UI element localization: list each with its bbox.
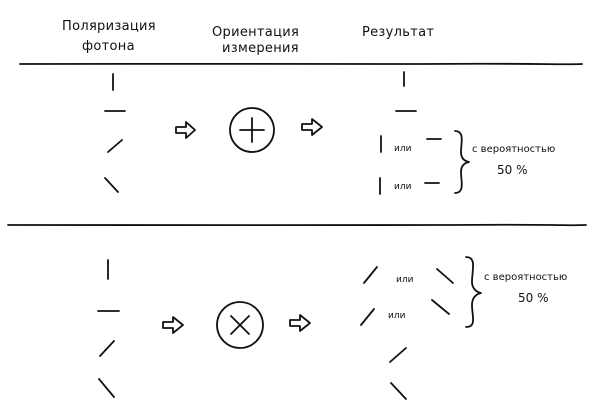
photon-antidiagonal-polarization-mark: [104, 177, 119, 193]
diagonal-basis-icon: [216, 301, 264, 349]
probability-text-top: с вероятностью: [472, 144, 555, 155]
photon-diagonal-polarization-mark-2: [99, 340, 115, 357]
probability-brace-bottom: [465, 256, 482, 328]
photon-antidiagonal-polarization-mark-2: [98, 378, 115, 398]
header-orientation-line1: Ориентация: [212, 25, 299, 40]
or-label-bottom-2: или: [388, 311, 406, 321]
photon-diagonal-polarization-mark: [107, 139, 123, 153]
header-result: Результат: [362, 25, 434, 40]
arrow-to-basis-top: [175, 121, 196, 139]
arrow-to-result-bottom: [289, 314, 311, 332]
top-divider-line: [19, 62, 583, 66]
result-antidiagonal-mark: [390, 382, 407, 400]
probability-value-bottom: 50 %: [518, 291, 549, 305]
header-polarization-line2: фотона: [82, 39, 135, 54]
result-option-diagonal-mark-1: [363, 266, 378, 284]
arrow-to-result-top: [301, 118, 323, 136]
result-option-antidiagonal-mark-1: [436, 268, 454, 284]
result-diagonal-mark: [389, 347, 407, 363]
or-label-bottom-1: или: [396, 275, 414, 285]
result-option-diagonal-mark-2: [360, 308, 375, 326]
middle-divider-line: [7, 223, 587, 227]
header-polarization-line1: Поляризация: [62, 19, 156, 34]
result-option-antidiagonal-mark-2: [431, 299, 450, 315]
rectilinear-basis-icon: [229, 107, 275, 153]
probability-brace-top: [454, 130, 470, 194]
or-label-top-2: или: [394, 182, 412, 192]
header-orientation-line2: измерения: [222, 41, 299, 56]
or-label-top-1: или: [394, 144, 412, 154]
arrow-to-basis-bottom: [162, 316, 184, 334]
probability-value-top: 50 %: [497, 163, 528, 177]
probability-text-bottom: с вероятностью: [484, 272, 567, 283]
